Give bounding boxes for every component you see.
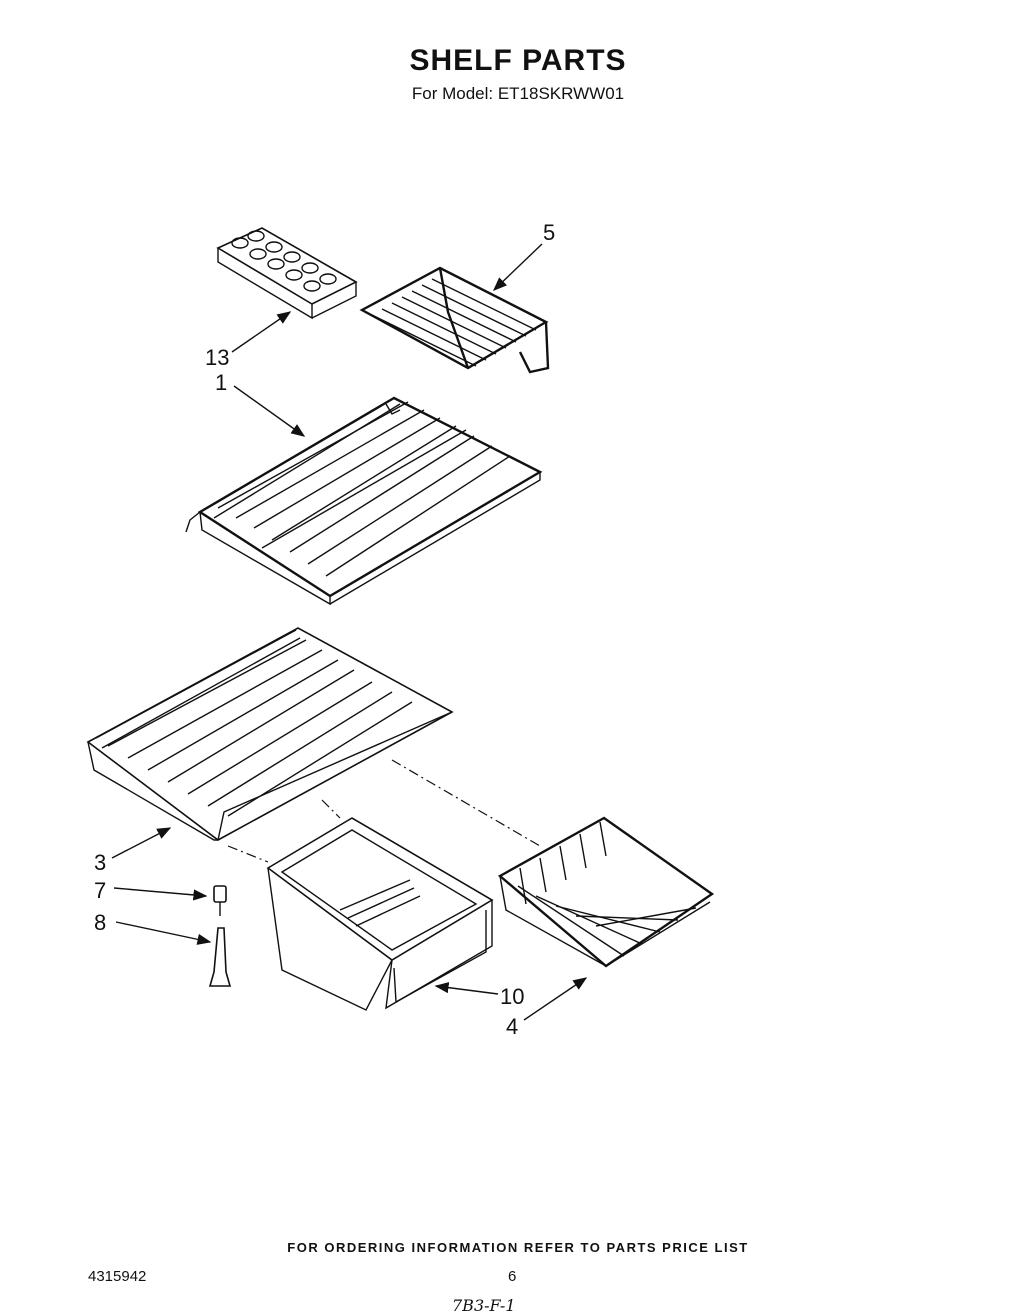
- part-clip: [213, 885, 227, 916]
- callout-1: 1: [215, 370, 227, 395]
- handwritten-note: 7B3-F-1: [452, 1296, 516, 1315]
- part-ice-cube-tray: [216, 227, 358, 320]
- ordering-note: FOR ORDERING INFORMATION REFER TO PARTS …: [287, 1240, 749, 1255]
- part-main-wire-shelf: [185, 396, 543, 606]
- page-title: SHELF PARTS: [409, 44, 627, 77]
- model-subtitle: For Model: ET18SKRWW01: [411, 84, 625, 103]
- alignment-line: [391, 759, 541, 847]
- document-number: 4315942: [88, 1268, 147, 1285]
- callout-7: 7: [94, 878, 106, 903]
- page-number: 6: [508, 1268, 517, 1285]
- callout-8: 8: [94, 910, 106, 935]
- callout-10: 10: [500, 984, 524, 1009]
- callout-leaders: [111, 243, 588, 1021]
- alignment-line: [321, 799, 341, 819]
- callout-5: 5: [543, 220, 555, 245]
- part-glass-shelf-frame: [86, 627, 454, 841]
- part-small-wire-shelf: [359, 266, 550, 374]
- part-crisper-drawer: [266, 817, 494, 1011]
- part-rod: [208, 927, 232, 987]
- callout-4: 4: [506, 1014, 518, 1039]
- callout-3: 3: [94, 850, 106, 875]
- alignment-line: [227, 845, 269, 863]
- callout-13: 13: [205, 345, 229, 370]
- part-wire-basket: [497, 816, 715, 968]
